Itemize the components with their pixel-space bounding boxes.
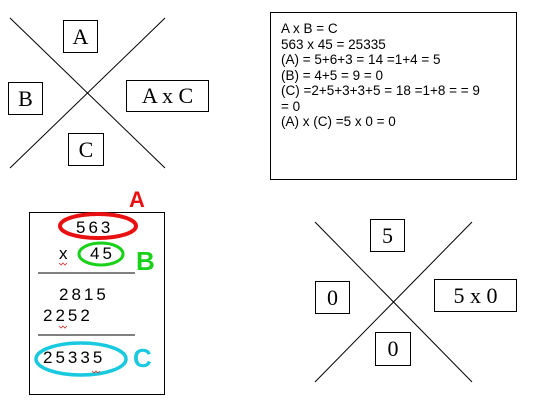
diagram1-top-box: A [63,20,98,53]
calc-line: 563 x 45 = 25335 [281,36,386,52]
diagram2-line-b [314,221,473,383]
calc-line: (C) =2+5+3+3+5 = 18 =1+8 = = 9 [281,83,480,98]
calc-line: (A) x (C) =5 x 0 = 0 [281,114,396,129]
calc-line: A x B = C [281,21,338,36]
calculation-panel: A x B = C 563 x 45 = 25335 (A) = 5+6+3 =… [270,12,517,180]
partial-product-1: 2815 [59,285,109,304]
label-c: C [133,343,152,373]
diagram2-left-box: 0 [315,281,350,314]
circle-b [77,241,125,267]
label-a: A [129,187,145,212]
squiggle [58,262,101,374]
circle-c [34,341,128,377]
diagram1-left-box: B [8,82,43,115]
calc-line: = 0 [281,98,301,114]
calc-line: (A) = 5+6+3 = 14 =1+4 = 5 [281,52,441,67]
result: 25335 [43,348,106,367]
diagram1-right-box: A x C [126,80,209,112]
diagram2-top-box: 5 [370,219,405,252]
diagram1-bottom-box: C [68,133,104,166]
multiplier: 45 [90,244,115,263]
multiplicand: 563 [76,218,114,237]
diagram2-bottom-box: 0 [375,332,411,366]
times-sign: x [59,244,68,263]
partial-product-2: 2252 [43,306,93,325]
diagram2-right-box: 5 x 0 [434,279,517,312]
circle-a [58,212,138,240]
diagram1-line-b [9,17,166,169]
label-b: B [136,246,155,276]
calc-line: (B) = 4+5 = 9 = 0 [281,67,384,83]
